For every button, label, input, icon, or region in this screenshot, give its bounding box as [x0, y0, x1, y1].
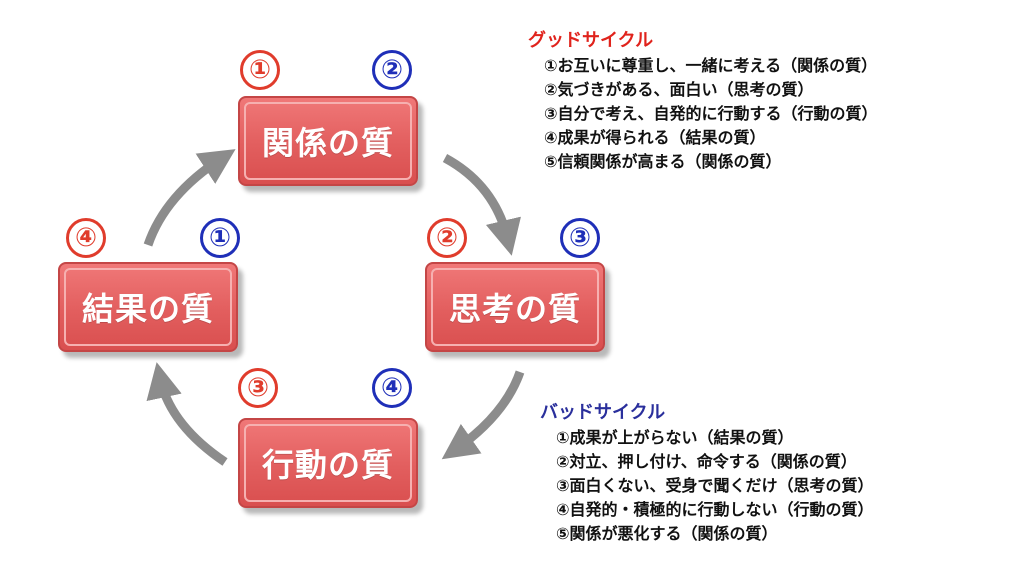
- bad-cycle-list: ①成果が上がらない（結果の質） ②対立、押し付け、命令する（関係の質） ③面白く…: [540, 426, 874, 546]
- arrow-left-to-top: [143, 149, 236, 247]
- good-cycle-item: ②気づきがある、面白い（思考の質）: [544, 80, 814, 99]
- box-result-quality: 結果の質: [58, 262, 238, 352]
- bad-cycle-item: ②対立、押し付け、命令する（関係の質）: [556, 452, 857, 471]
- bad-cycle-panel: バッドサイクル ①成果が上がらない（結果の質） ②対立、押し付け、命令する（関係…: [540, 398, 874, 546]
- good-step-number: ①: [240, 50, 280, 90]
- good-step-number: ③: [238, 368, 278, 408]
- bad-cycle-title: バッドサイクル: [540, 402, 666, 423]
- good-cycle-item: ③自分で考え、自発的に行動する（行動の質）: [544, 104, 878, 123]
- box-label: 結果の質: [81, 290, 214, 328]
- box-label: 関係の質: [261, 124, 394, 162]
- box-relationship-quality: 関係の質: [238, 96, 418, 186]
- good-cycle-item: ①お互いに尊重し、一緒に考える（関係の質）: [544, 56, 878, 75]
- bad-cycle-item: ⑤関係が悪化する（関係の質）: [556, 524, 778, 543]
- good-cycle-title: グッドサイクル: [528, 30, 654, 51]
- good-cycle-item: ④成果が得られる（結果の質）: [544, 128, 766, 147]
- bad-cycle-item: ③面白くない、受身で聞くだけ（思考の質）: [556, 476, 874, 495]
- bad-step-number: ③: [560, 218, 600, 258]
- bad-cycle-item: ④自発的・積極的に行動しない（行動の質）: [556, 500, 874, 519]
- good-cycle-item: ⑤信頼関係が高まる（関係の質）: [544, 152, 782, 171]
- arrow-top-to-right: [442, 154, 521, 256]
- bad-step-number: ④: [372, 368, 412, 408]
- arrow-bottom-to-left: [146, 362, 228, 466]
- box-thinking-quality: 思考の質: [425, 262, 605, 352]
- bad-step-number: ①: [200, 218, 240, 258]
- box-label: 思考の質: [448, 290, 581, 328]
- bad-step-number: ②: [372, 50, 412, 90]
- box-label: 行動の質: [261, 446, 394, 484]
- good-cycle-panel: グッドサイクル ①お互いに尊重し、一緒に考える（関係の質） ②気づきがある、面白…: [528, 26, 878, 174]
- bad-cycle-item: ①成果が上がらない（結果の質）: [556, 428, 794, 447]
- good-step-number: ②: [427, 218, 467, 258]
- box-action-quality: 行動の質: [238, 418, 418, 508]
- good-step-number: ④: [66, 218, 106, 258]
- arrow-right-to-bottom: [441, 370, 525, 460]
- good-cycle-list: ①お互いに尊重し、一緒に考える（関係の質） ②気づきがある、面白い（思考の質） …: [528, 54, 878, 174]
